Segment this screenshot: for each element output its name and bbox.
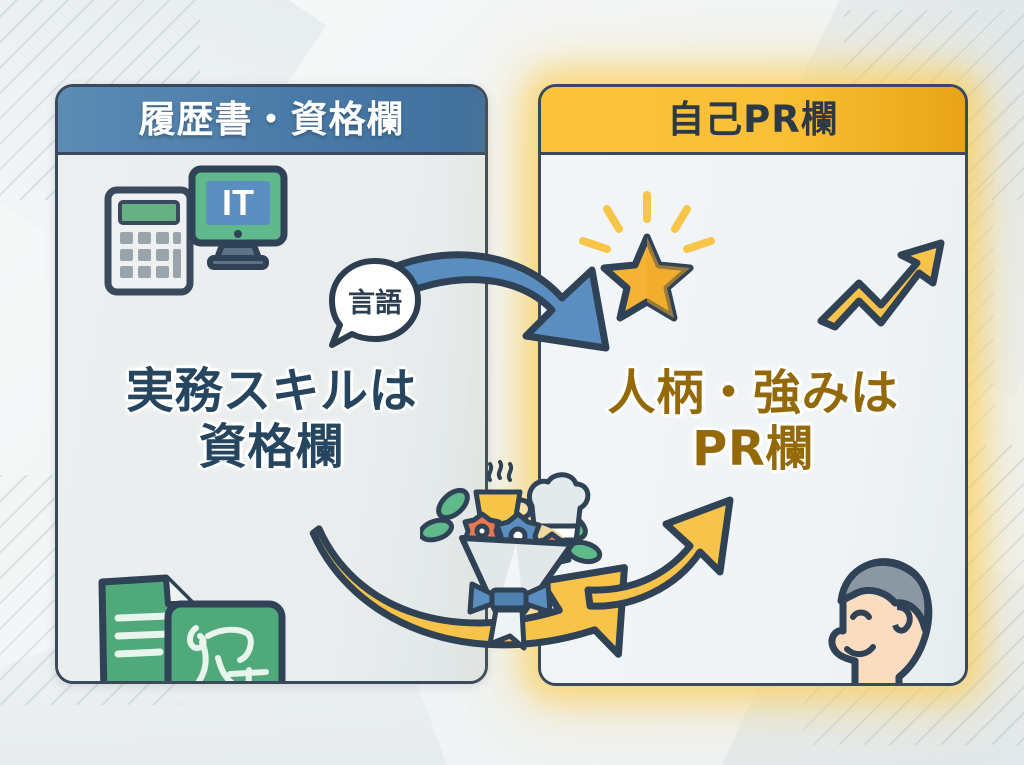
calligraphy-card-icon[interactable] xyxy=(162,598,288,684)
it-monitor-label: IT xyxy=(222,182,254,223)
language-speech-bubble-label: 言語 xyxy=(348,287,402,319)
language-speech-bubble[interactable]: 言語 xyxy=(322,255,428,351)
bouquet-icon[interactable] xyxy=(420,452,610,652)
it-monitor-icon[interactable]: IT xyxy=(186,163,290,273)
shining-star-icon[interactable] xyxy=(577,189,717,329)
calculator-icon[interactable] xyxy=(103,185,195,297)
self-pr-panel-header: 自己PR欄 xyxy=(541,87,965,155)
smiling-profile-face-icon[interactable] xyxy=(813,545,949,686)
resume-panel-header: 履歴書・資格欄 xyxy=(58,87,485,155)
resume-panel-header-label: 履歴書・資格欄 xyxy=(138,98,405,141)
resume-qualification-panel[interactable]: 履歴書・資格欄 xyxy=(55,84,488,684)
trend-up-arrow-icon[interactable] xyxy=(813,233,951,333)
self-pr-panel-header-label: 自己PR欄 xyxy=(667,98,839,141)
